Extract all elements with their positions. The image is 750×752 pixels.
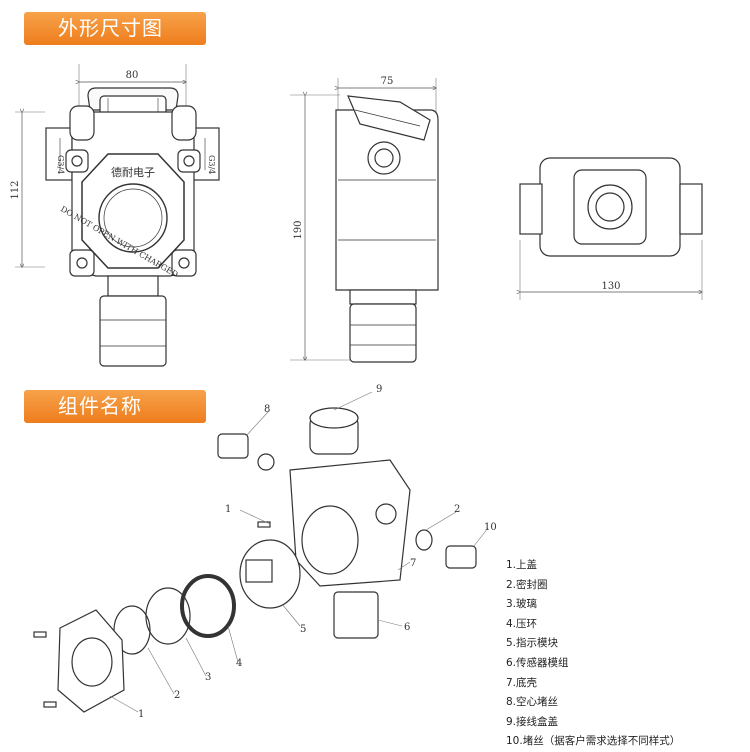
side-view [290, 78, 439, 363]
callout-11-screw: 1 [225, 504, 231, 515]
top-view [520, 157, 702, 300]
side-width-value: 75 [381, 76, 394, 87]
callout-7: 7 [410, 558, 416, 569]
parts-list: 1.上盖 2.密封圈 3.玻璃 4.压环 5.指示模块 6.传感器模组 7.底壳… [506, 556, 680, 752]
parts-list-item: 1.上盖 [506, 559, 538, 571]
callout-10: 10 [484, 522, 497, 533]
parts-list-item: 10.堵丝（据客户需求选择不同样式） [506, 735, 681, 748]
parts-list-item: 2.密封圈 [506, 578, 548, 591]
dimensions-section-title: 外形尺寸图 [24, 12, 206, 45]
callout-3: 3 [205, 672, 211, 683]
parts-list-item: 5.指示模块 [506, 637, 559, 650]
thread-label-left: G3/4 [56, 155, 65, 174]
callout-6: 6 [404, 622, 410, 633]
parts-list-item: 8.空心堵丝 [506, 696, 559, 709]
callout-8: 8 [264, 404, 270, 415]
callout-2b: 2 [454, 504, 460, 515]
parts-list-item: 4.压环 [506, 617, 538, 630]
thread-label-right: G3/4 [207, 155, 216, 174]
brand-label: 德耐电子 [111, 165, 155, 179]
parts-list-item: 7.底壳 [506, 676, 538, 689]
callout-1: 1 [138, 709, 144, 720]
top-width-value: 130 [601, 281, 620, 292]
parts-list-item: 6.传感器模组 [506, 656, 569, 669]
front-height-value: 112 [10, 180, 21, 199]
parts-list-item: 9.接线盒盖 [506, 715, 559, 728]
parts-list-item: 3.玻璃 [506, 598, 538, 611]
callout-9: 9 [376, 384, 382, 395]
callout-2: 2 [174, 690, 180, 701]
exploded-view [33, 391, 489, 713]
callout-4: 4 [236, 658, 242, 669]
front-view [15, 64, 220, 367]
overall-height-value: 190 [293, 220, 304, 239]
front-width-value: 80 [126, 70, 139, 81]
callout-5: 5 [300, 624, 306, 635]
technical-drawing: 80 112 75 190 130 德耐电子 DO NOT OPEN WITH … [10, 64, 750, 720]
components-section-title: 组件名称 [24, 390, 206, 423]
